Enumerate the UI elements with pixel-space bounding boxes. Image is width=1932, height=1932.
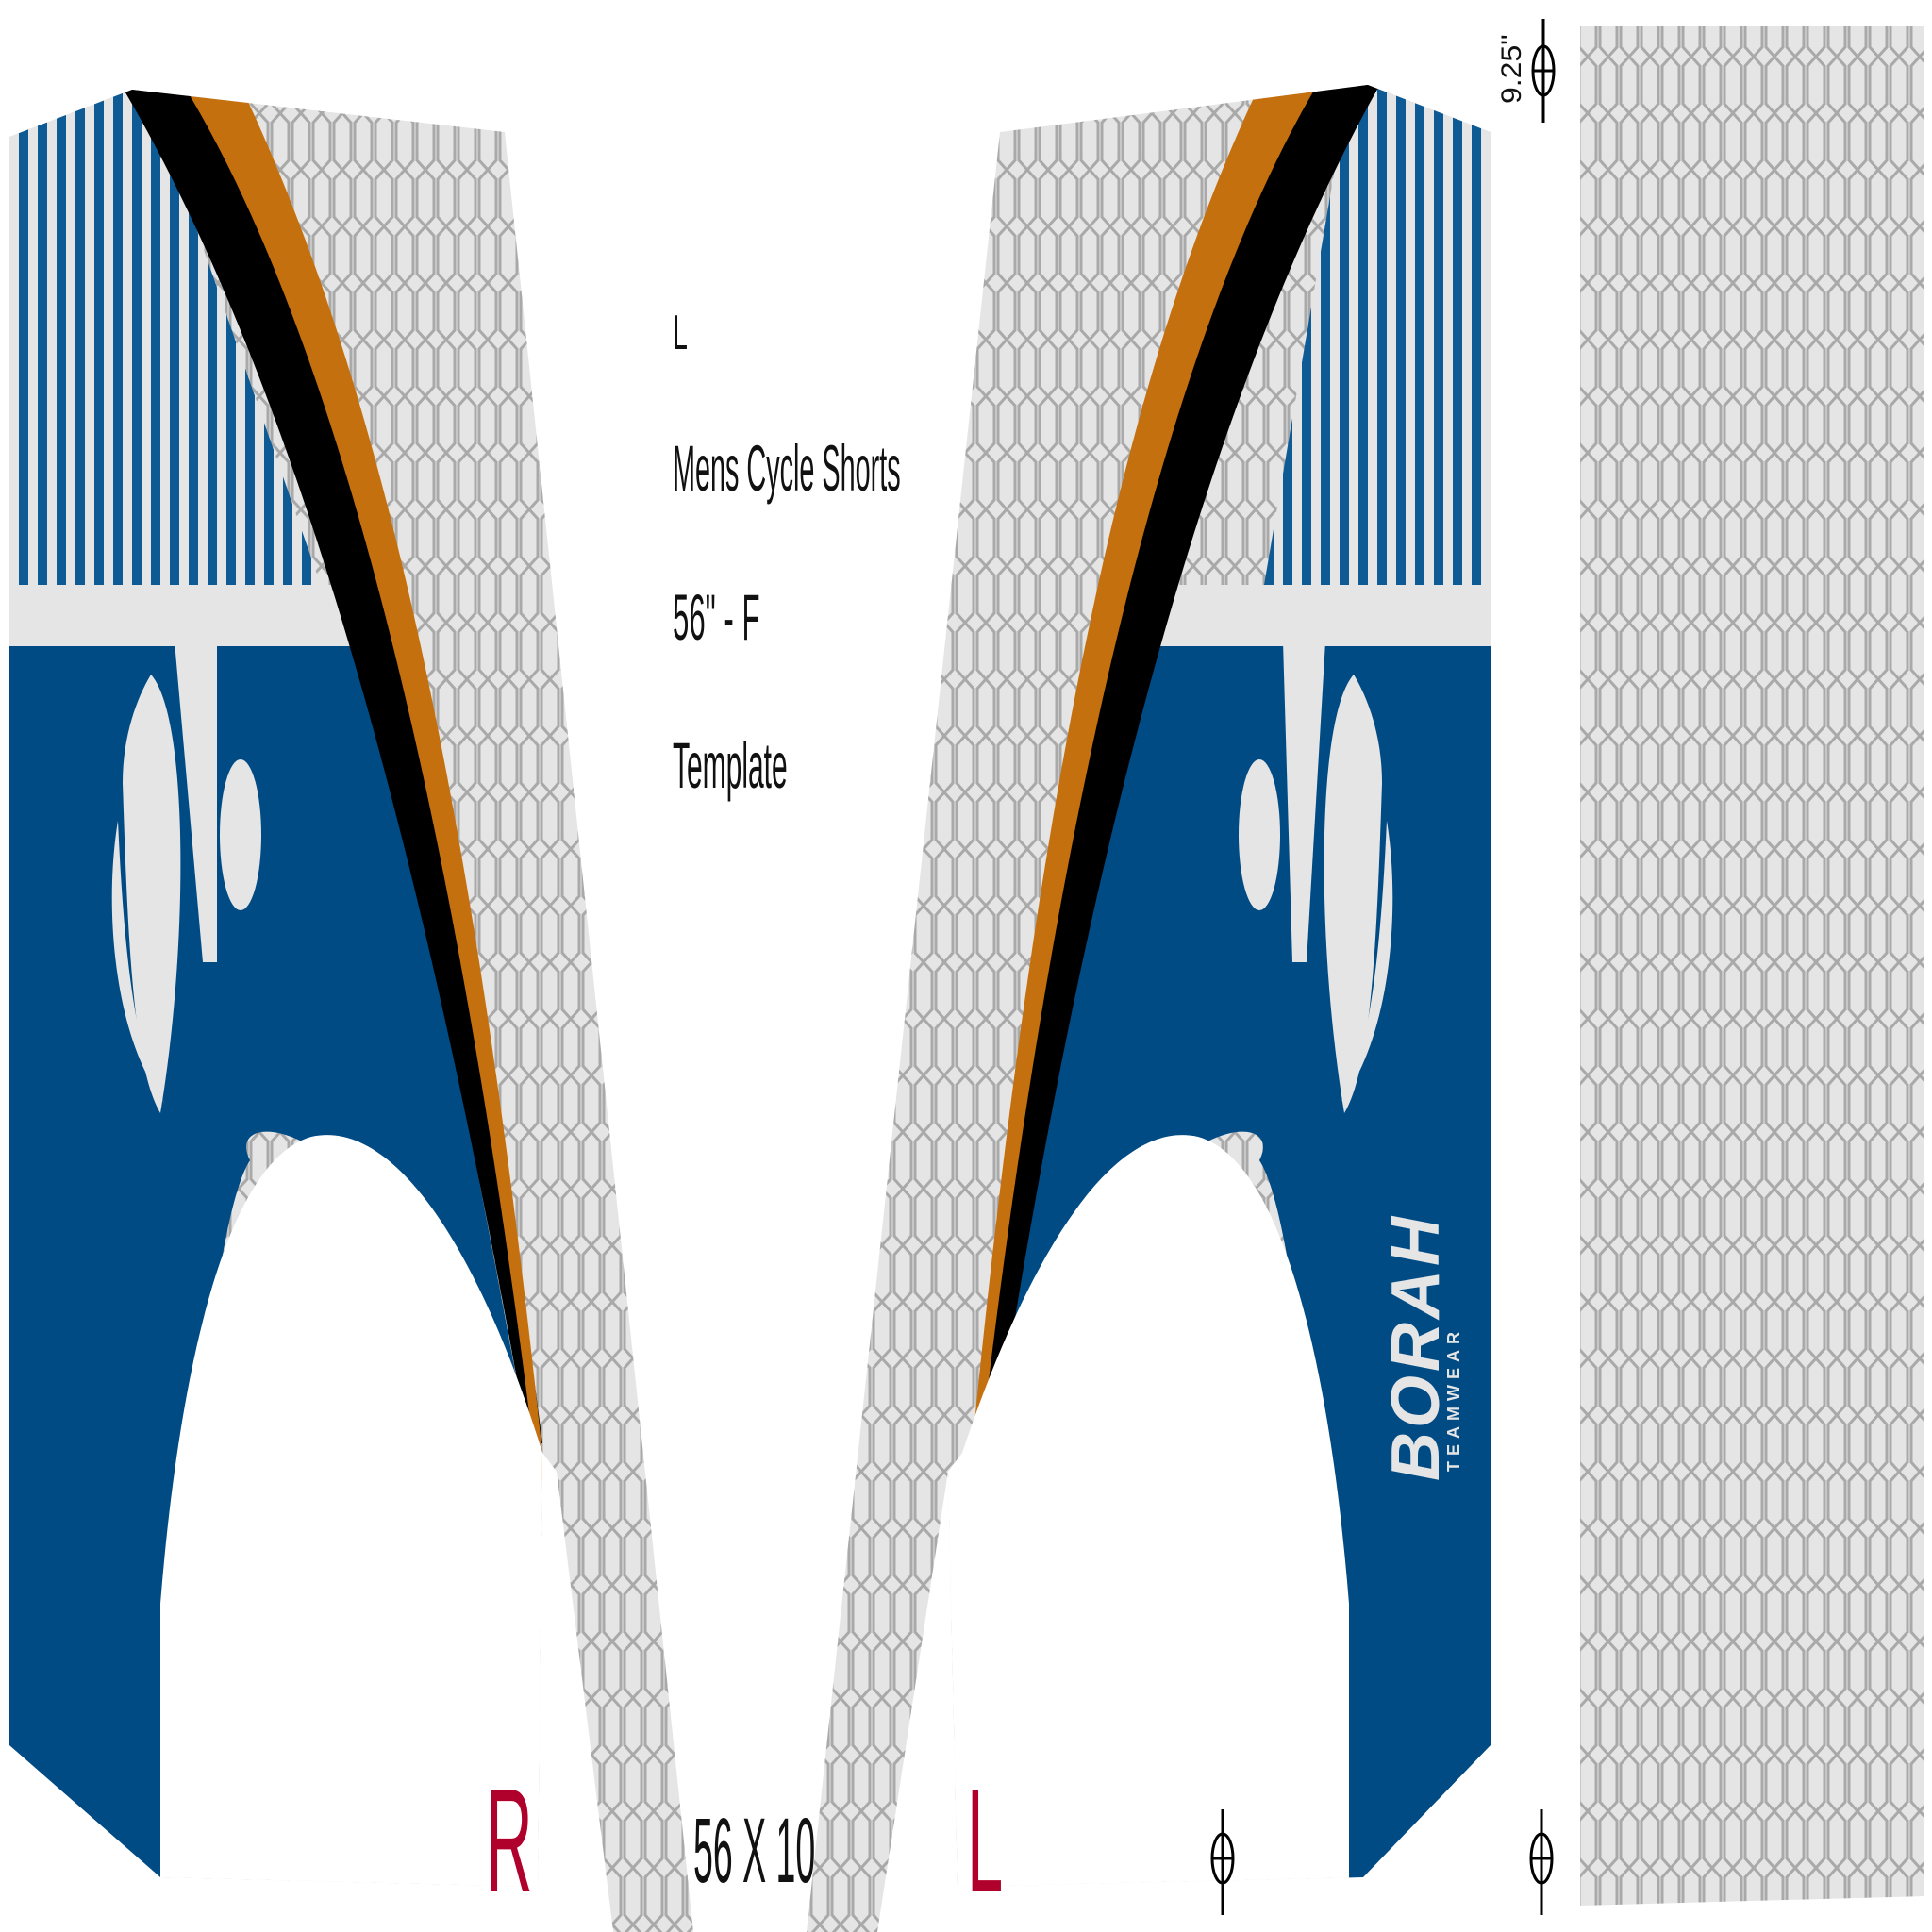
left-leg-panel (807, 85, 1491, 1932)
registration-mark-icon (1529, 1809, 1554, 1915)
right-panel-marker: R (486, 1758, 533, 1924)
template-dimensions-label: 56 X 10 (693, 1799, 815, 1903)
template-product-label: Mens Cycle Shorts (673, 433, 901, 506)
template-measure-label: 56" - F (673, 582, 760, 654)
left-panel-marker: L (967, 1758, 1003, 1924)
right-leg-panel (9, 90, 693, 1932)
template-kind-label: Template (673, 730, 788, 803)
registration-mark-icon (1210, 1809, 1235, 1915)
template-size-label: L (673, 305, 688, 359)
brand-logo-subtext: TEAMWEAR (1444, 1326, 1463, 1472)
swoosh-graphic-right (111, 641, 261, 1113)
waistband-strip (1580, 26, 1924, 1906)
swoosh-graphic-left (1239, 641, 1393, 1113)
registration-mark-icon (1531, 19, 1556, 123)
strip-height-label: 9.25" (1495, 34, 1527, 104)
brand-logo: BORAH TEAMWEAR (1378, 1213, 1463, 1481)
brand-logo-wordmark: BORAH (1378, 1213, 1454, 1481)
